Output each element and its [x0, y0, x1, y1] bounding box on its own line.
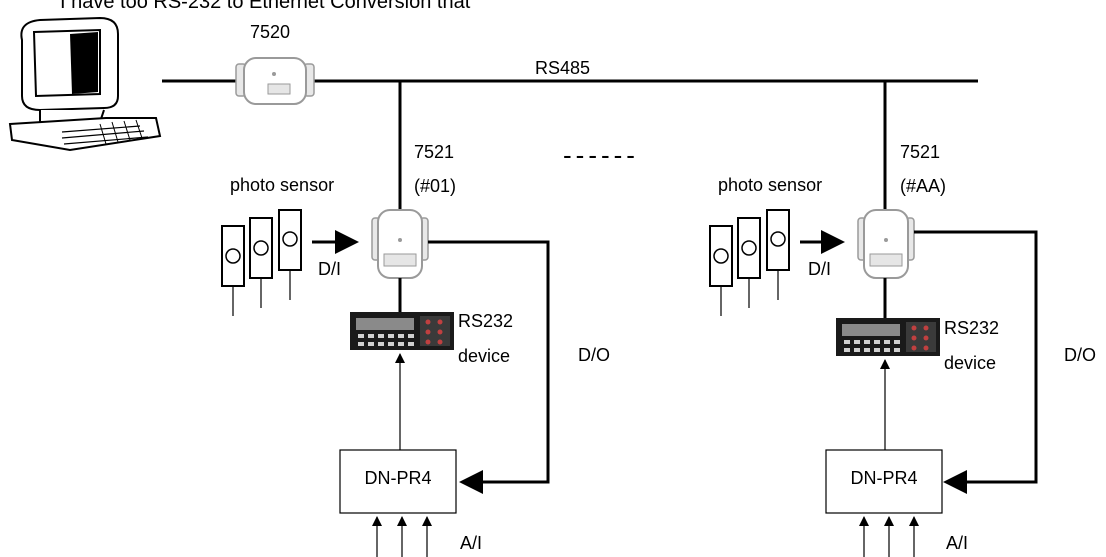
- node-aa: 7521 (#AA) photo sensor D/I D/O: [710, 81, 1096, 557]
- node-01: 7521 (#01) photo sensor D/I D/O: [222, 81, 610, 557]
- device-label: device: [944, 353, 996, 373]
- rs232-label: RS232: [458, 311, 513, 331]
- device-label: device: [458, 346, 510, 366]
- photo-sensor-icon: [222, 210, 301, 316]
- module-address: (#AA): [900, 176, 946, 196]
- rs232-device-icon: [350, 312, 454, 350]
- photo-sensor-label: photo sensor: [718, 175, 822, 195]
- module-7521-icon: [858, 210, 914, 278]
- converter-label: 7520: [250, 22, 290, 42]
- dn-pr4-label: DN-PR4: [850, 468, 917, 488]
- bus-label: RS485: [535, 58, 590, 78]
- di-label: D/I: [808, 259, 831, 279]
- module-address: (#01): [414, 176, 456, 196]
- header-fragment: I have too RS-232 to Ethernet Conversion…: [60, 0, 471, 13]
- dn-pr4-label: DN-PR4: [364, 468, 431, 488]
- di-label: D/I: [318, 259, 341, 279]
- rs232-label: RS232: [944, 318, 999, 338]
- converter-7520-icon: [236, 58, 314, 104]
- do-label: D/O: [1064, 345, 1096, 365]
- ai-label: A/I: [460, 533, 482, 553]
- computer-icon: [10, 18, 160, 150]
- photo-sensor-label: photo sensor: [230, 175, 334, 195]
- rs232-device-icon: [836, 318, 940, 356]
- module-label: 7521: [900, 142, 940, 162]
- ellipsis-dashes: ------: [563, 140, 639, 170]
- do-label: D/O: [578, 345, 610, 365]
- ai-label: A/I: [946, 533, 968, 553]
- module-label: 7521: [414, 142, 454, 162]
- photo-sensor-icon: [710, 210, 789, 316]
- module-7521-icon: [372, 210, 428, 278]
